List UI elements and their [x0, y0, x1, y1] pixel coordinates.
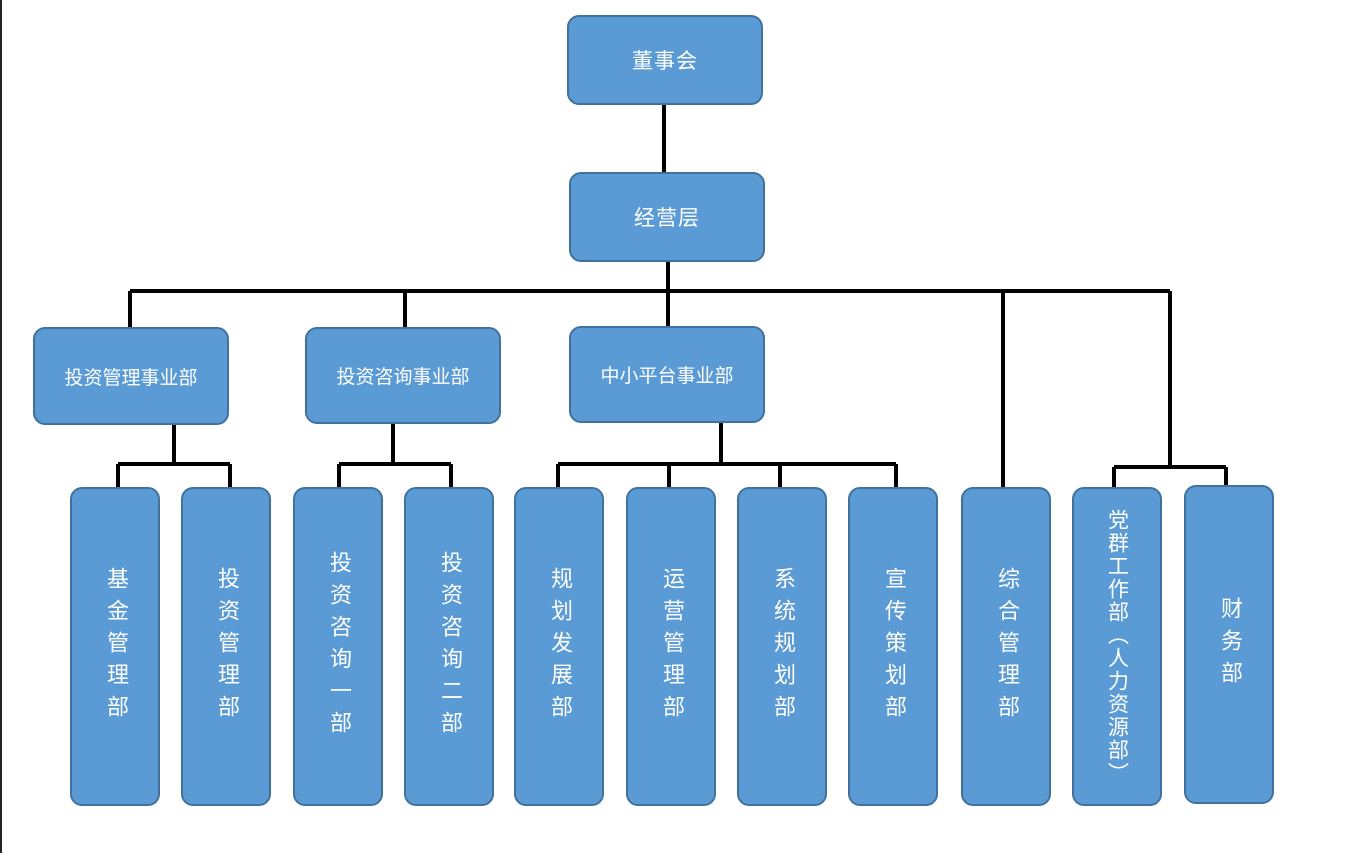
- department-node: 基金管理部: [70, 487, 160, 806]
- department-label: 财务部: [1217, 596, 1242, 693]
- department-node: 投资咨询二部: [404, 487, 494, 806]
- department-label: 运营管理部: [659, 566, 684, 727]
- division-label: 投资咨询事业部: [336, 366, 470, 388]
- division-node: 投资咨询事业部: [305, 327, 501, 424]
- division-label: 投资管理事业部: [64, 366, 198, 389]
- department-node: 运营管理部: [626, 487, 716, 806]
- department-label: 宣传策划部: [881, 566, 906, 727]
- department-label: 党群工作部（人力资源部）: [1105, 508, 1130, 785]
- department-node: 党群工作部（人力资源部）: [1072, 487, 1162, 806]
- department-label: 投资管理部: [214, 566, 239, 727]
- department-node: 综合管理部: [961, 487, 1051, 806]
- department-node: 财务部: [1184, 485, 1274, 804]
- department-label: 规划发展部: [547, 566, 572, 727]
- division-node: 投资管理事业部: [33, 327, 229, 425]
- department-label: 综合管理部: [994, 566, 1019, 727]
- department-node: 投资管理部: [181, 487, 271, 806]
- department-node: 宣传策划部: [848, 487, 938, 806]
- board-label: 董事会: [632, 49, 698, 73]
- department-node: 系统规划部: [737, 487, 827, 806]
- department-label: 系统规划部: [770, 566, 795, 727]
- department-label: 投资咨询二部: [437, 550, 462, 743]
- department-label: 投资咨询一部: [326, 550, 351, 743]
- division-node: 中小平台事业部: [569, 326, 765, 423]
- department-node: 规划发展部: [514, 487, 604, 806]
- department-label: 基金管理部: [103, 566, 128, 727]
- management-label: 经营层: [634, 206, 700, 230]
- division-label: 中小平台事业部: [600, 365, 734, 387]
- board-node: 董事会: [567, 15, 763, 105]
- department-node: 投资咨询一部: [293, 487, 383, 806]
- management-node: 经营层: [569, 172, 765, 262]
